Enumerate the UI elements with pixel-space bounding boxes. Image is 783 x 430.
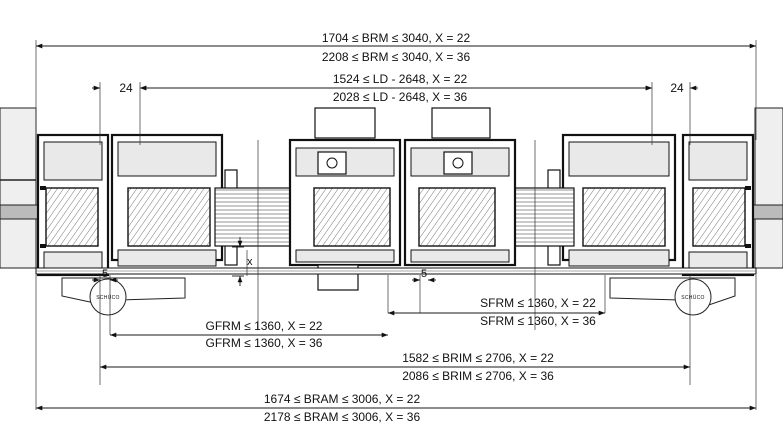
right-outer-frame bbox=[681, 133, 755, 277]
sfrm-label-2: SFRM ≤ 1360, X = 36 bbox=[480, 314, 596, 328]
right-handle-logo: SCHÜCO bbox=[681, 294, 704, 301]
bram-label-2: 2178 ≤ BRAM ≤ 3006, X = 36 bbox=[264, 410, 421, 424]
center-glazing-left bbox=[214, 187, 294, 247]
ld-label-1: 1524 ≤ LD - 2648, X = 22 bbox=[333, 72, 468, 86]
five-right-label: 5 bbox=[421, 268, 427, 280]
sfrm-dimension: SFRM ≤ 1360, X = 22 SFRM ≤ 1360, X = 36 bbox=[388, 296, 605, 328]
brim-label-2: 2086 ≤ BRIM ≤ 2706, X = 36 bbox=[402, 369, 554, 383]
brm-dimension: 1704 ≤ BRM ≤ 3040, X = 22 2208 ≤ BRM ≤ 3… bbox=[36, 31, 756, 64]
base-track bbox=[35, 267, 757, 275]
brim-dimension: 1582 ≤ BRIM ≤ 2706, X = 22 2086 ≤ BRIM ≤… bbox=[100, 351, 690, 383]
left-outer-frame bbox=[36, 133, 110, 277]
extension-lines bbox=[35, 40, 757, 410]
ld-dimension: 1524 ≤ LD - 2648, X = 22 2028 ≤ LD - 264… bbox=[140, 72, 652, 104]
five-left-label: 5 bbox=[102, 268, 108, 280]
gap-24-left: 24 bbox=[92, 81, 148, 95]
ld-label-2: 2028 ≤ LD - 2648, X = 36 bbox=[333, 90, 468, 104]
sfrm-label-1: SFRM ≤ 1360, X = 22 bbox=[480, 296, 596, 310]
gfrm-label-1: GFRM ≤ 1360, X = 22 bbox=[206, 319, 323, 333]
x-mark-label: x bbox=[247, 256, 253, 268]
gfrm-dimension: GFRM ≤ 1360, X = 22 GFRM ≤ 1360, X = 36 bbox=[110, 319, 388, 350]
gap-24-right: 24 bbox=[644, 81, 698, 95]
left-wall bbox=[0, 107, 39, 269]
x-dimension: x bbox=[232, 237, 253, 286]
brm-label-1: 1704 ≤ BRM ≤ 3040, X = 22 bbox=[322, 31, 471, 45]
brim-label-1: 1582 ≤ BRIM ≤ 2706, X = 22 bbox=[402, 351, 554, 365]
left-handle: SCHÜCO bbox=[61, 277, 186, 316]
right-wall bbox=[749, 107, 783, 269]
right-handle: SCHÜCO bbox=[609, 277, 736, 316]
gfrm-label-2: GFRM ≤ 1360, X = 36 bbox=[206, 336, 323, 350]
bram-label-1: 1674 ≤ BRAM ≤ 3006, X = 22 bbox=[264, 392, 421, 406]
center-left-sash bbox=[288, 107, 402, 291]
left-sash bbox=[110, 133, 238, 267]
five-right: 5 bbox=[412, 268, 436, 283]
brm-label-2: 2208 ≤ BRM ≤ 3040, X = 36 bbox=[322, 50, 471, 64]
left-handle-logo: SCHÜCO bbox=[96, 294, 119, 301]
five-left: 5 bbox=[92, 268, 118, 283]
center-right-sash bbox=[403, 107, 517, 267]
bram-dimension: 1674 ≤ BRAM ≤ 3006, X = 22 2178 ≤ BRAM ≤… bbox=[36, 392, 756, 424]
gap-24-right-label: 24 bbox=[670, 81, 684, 95]
gap-24-left-label: 24 bbox=[119, 81, 133, 95]
